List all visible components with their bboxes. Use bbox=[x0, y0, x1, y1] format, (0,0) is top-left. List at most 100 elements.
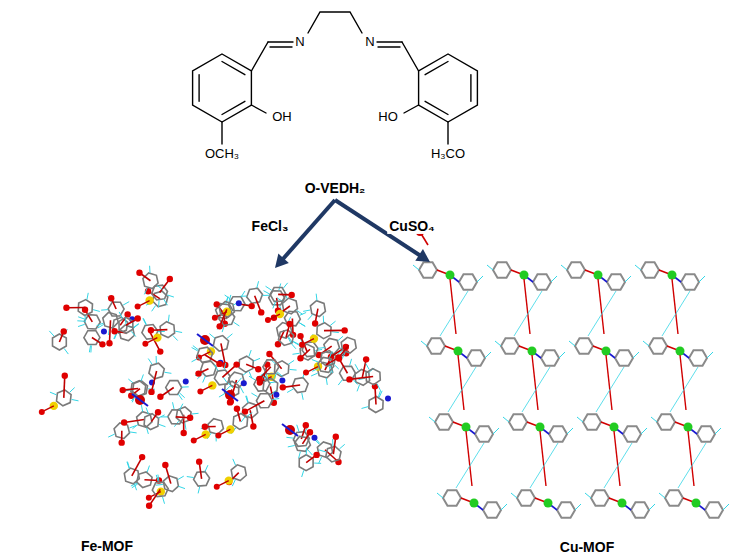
aromatic-ring bbox=[427, 338, 445, 354]
hydrogen-bond bbox=[127, 462, 129, 469]
hydrogen-bond bbox=[293, 342, 299, 346]
hydrogen-bond bbox=[89, 345, 90, 352]
aromatic-ring bbox=[541, 350, 559, 366]
aromatic-ring bbox=[575, 338, 593, 354]
hydrogen-bond bbox=[156, 484, 163, 486]
aromatic-ring bbox=[213, 336, 228, 352]
hydrogen-bond bbox=[50, 392, 56, 395]
oxygen-atom bbox=[118, 439, 124, 445]
hydrogen-bond bbox=[332, 439, 333, 446]
hydrogen-bond bbox=[293, 341, 299, 344]
aromatic-ring bbox=[615, 350, 633, 366]
hydrogen-bond bbox=[192, 359, 198, 362]
hydrogen-bond bbox=[318, 347, 325, 349]
hydrogen-bond bbox=[182, 386, 189, 387]
aromatic-ring bbox=[705, 502, 723, 518]
nitrogen-atom bbox=[241, 380, 247, 386]
aromatic-ring bbox=[657, 414, 675, 430]
hydrogen-bond bbox=[323, 316, 324, 323]
hydrogen-bond bbox=[625, 276, 631, 282]
aromatic-ring bbox=[649, 338, 667, 354]
hydrogen-bond bbox=[149, 266, 150, 273]
hydrogen-bond bbox=[511, 493, 517, 498]
hydrogen-bond bbox=[147, 466, 149, 473]
hydrogen-bond bbox=[156, 475, 158, 482]
hydrogen-bond bbox=[649, 504, 655, 510]
hydrogen-bond bbox=[569, 341, 575, 346]
hydrogen-bond bbox=[311, 373, 317, 376]
hydrogen-bond bbox=[635, 265, 641, 270]
hydrogen-bond bbox=[125, 318, 127, 325]
aromatic-ring bbox=[493, 262, 511, 278]
hydrogen-bond bbox=[326, 378, 327, 385]
hydrogen-bond bbox=[226, 385, 231, 390]
aromatic-ring bbox=[197, 347, 213, 362]
oxygen-atom bbox=[214, 484, 220, 490]
aromatic-ring bbox=[681, 274, 699, 290]
oxygen-atom bbox=[266, 351, 272, 357]
hydrogen-bond bbox=[98, 324, 104, 328]
hydrogen-bond bbox=[299, 323, 305, 327]
bridge-bond bbox=[466, 431, 472, 486]
hydrogen-bond bbox=[133, 324, 138, 328]
oxygen-atom bbox=[234, 406, 240, 412]
bridge-bond bbox=[680, 355, 686, 410]
iron-atom bbox=[276, 310, 284, 318]
oxygen-atom bbox=[146, 503, 152, 509]
copper-atom bbox=[446, 271, 455, 280]
hydrogen-bond bbox=[247, 412, 253, 416]
iron-atom bbox=[225, 476, 233, 484]
hydrogen-bond bbox=[133, 324, 139, 328]
oxygen-atom bbox=[202, 424, 208, 430]
hydrogen-bond bbox=[306, 448, 307, 455]
hydrogen-bond bbox=[699, 276, 705, 282]
hydrogen-bond bbox=[643, 341, 649, 346]
hydrogen-bond bbox=[193, 346, 199, 350]
bridge-bond bbox=[606, 355, 612, 410]
hydrogen-bond bbox=[209, 334, 214, 339]
hydrogen-bond bbox=[633, 352, 639, 358]
hydrogen-bond bbox=[146, 408, 148, 415]
bridge-bond bbox=[540, 431, 546, 486]
oxygen-atom bbox=[135, 315, 141, 321]
hydrogen-bond bbox=[596, 367, 624, 412]
aromatic-ring bbox=[517, 490, 535, 506]
hydrogen-bond bbox=[134, 484, 136, 491]
aromatic-ring bbox=[443, 490, 461, 506]
hydrogen-bond bbox=[670, 367, 698, 412]
hydrogen-bond bbox=[493, 428, 499, 434]
oxygen-atom bbox=[61, 328, 67, 334]
hydrogen-bond bbox=[651, 417, 657, 422]
hydrogen-bond bbox=[286, 437, 293, 439]
aromatic-ring bbox=[607, 274, 625, 290]
hydrogen-bond bbox=[330, 321, 335, 325]
aromatic-ring bbox=[631, 502, 649, 518]
oxygen-atom bbox=[233, 361, 239, 367]
hydrogen-bond bbox=[223, 377, 227, 383]
hydrogen-bond bbox=[585, 493, 591, 498]
hydrogen-bond bbox=[246, 396, 248, 403]
reagent-label: CuSO₄ bbox=[387, 218, 437, 234]
nitrogen-atom bbox=[183, 378, 189, 384]
hydrogen-bond bbox=[561, 265, 567, 270]
aromatic-ring bbox=[549, 426, 567, 442]
hydrogen-bond bbox=[64, 348, 68, 354]
hydrogen-bond bbox=[421, 341, 427, 346]
aromatic-ring bbox=[467, 350, 485, 366]
hydrogen-bond bbox=[303, 310, 310, 311]
hydrogen-bond bbox=[291, 344, 296, 349]
hydrogen-bond bbox=[300, 313, 306, 316]
hydrogen-bond bbox=[180, 404, 183, 410]
copper-atom bbox=[684, 423, 693, 432]
aromatic-ring bbox=[623, 426, 641, 442]
hydrogen-bond bbox=[49, 331, 54, 336]
hydrogen-bond bbox=[77, 320, 84, 321]
hydrogen-bond bbox=[192, 413, 199, 415]
metal-bond bbox=[151, 371, 156, 392]
nitrogen-atom bbox=[236, 300, 242, 306]
hydrogen-bond bbox=[157, 285, 163, 289]
hydrogen-bond bbox=[123, 302, 129, 305]
hydrogen-bond bbox=[132, 424, 138, 428]
